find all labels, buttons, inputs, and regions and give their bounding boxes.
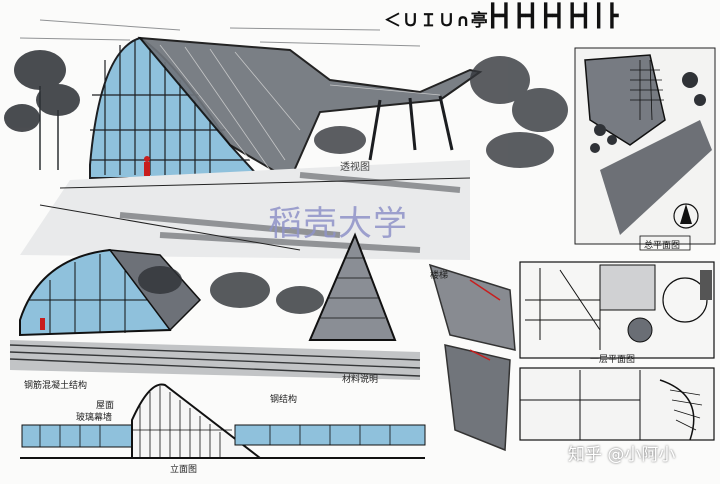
floor-plan-label: 一层平面图	[590, 355, 636, 365]
elevation-label: 立面图	[170, 465, 198, 475]
detail-sketch	[428, 263, 516, 452]
left-note-2: 玻璃幕墙	[76, 413, 113, 423]
left-note-1: 钢筋混凝土结构	[24, 381, 88, 391]
left-note-3: 屋面	[96, 401, 115, 411]
site-plan-label: 总平面图	[644, 241, 681, 251]
site-plan-drawing	[574, 47, 716, 245]
secondary-perspective	[9, 232, 421, 380]
author-credit: 知乎 @小阿小	[568, 445, 676, 465]
right-note-2: 材料说明	[342, 375, 379, 385]
section-drawing	[519, 367, 715, 441]
main-perspective	[4, 19, 568, 260]
elevation-drawing	[20, 383, 426, 459]
sheet-title: ＜ＵＩＵ∩亭	[384, 11, 489, 31]
floor-plan-drawing	[519, 261, 715, 359]
detail-note-label: 楼梯	[430, 271, 449, 281]
perspective-note: 透视图	[340, 162, 370, 173]
right-note-1: 钢结构	[270, 395, 298, 405]
watermark-text: 稻壳大学	[268, 204, 408, 244]
title-block-graphic: ┣┫┣┫┣┫┣┫┃┣	[486, 4, 619, 29]
